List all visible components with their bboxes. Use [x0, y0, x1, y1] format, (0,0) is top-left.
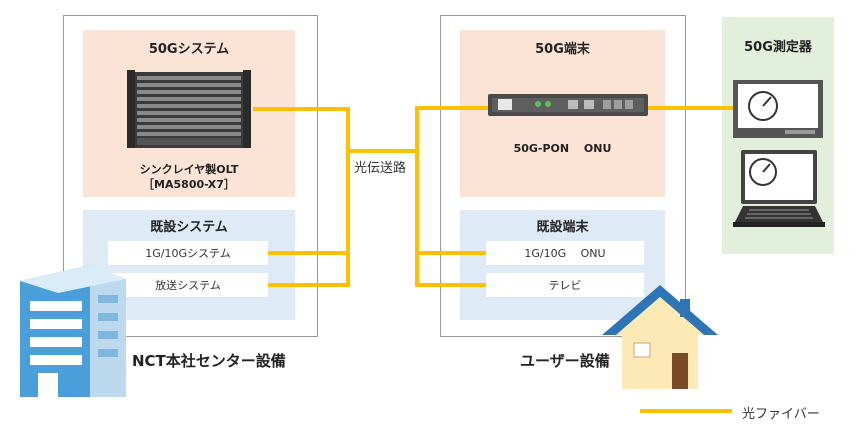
- system-1g-10g: 1G/10Gシステム: [108, 241, 268, 265]
- fiber-trunk: [346, 149, 419, 153]
- fiber-to-onu-1g10g: [415, 251, 486, 255]
- meter-title: 50G測定器: [744, 40, 812, 55]
- fiber-1g10g-out: [268, 251, 350, 255]
- user-label: ユーザー設備: [520, 352, 610, 370]
- broadcast-system: 放送システム: [108, 273, 268, 297]
- existing-terminal-title: 既設端末: [536, 220, 589, 235]
- existing-terminal-panel: [460, 210, 665, 320]
- transmission-label: 光伝送路: [352, 157, 409, 176]
- fiber-user-vertical: [415, 106, 419, 287]
- olt-rack-icon: [127, 70, 251, 148]
- onu-1g-10g: 1G/10G ONU: [486, 241, 644, 265]
- television: テレビ: [486, 273, 644, 297]
- terminal-50g-title: 50G端末: [535, 42, 590, 57]
- onu-device-icon: [488, 94, 648, 116]
- olt-model-line2: ［MA5800-X7］: [143, 178, 235, 191]
- house-icon: [602, 285, 718, 389]
- laptop-gauge-icon: [733, 150, 825, 227]
- monitor-gauge-icon: [733, 80, 823, 138]
- onu-50g-label: 50G-PON ONU: [513, 142, 612, 155]
- system-50g-title: 50Gシステム: [148, 42, 230, 57]
- office-building-icon: [20, 265, 126, 397]
- fiber-to-onu-50g: [415, 106, 488, 110]
- existing-system-title: 既設システム: [150, 220, 228, 235]
- fiber-center-vertical: [346, 107, 350, 287]
- fiber-to-meter: [648, 106, 733, 110]
- olt-model-line1: シンクレイヤ製OLT: [139, 163, 239, 176]
- fiber-to-tv: [415, 283, 486, 287]
- fiber-olt-out: [253, 107, 350, 111]
- center-label: NCT本社センター設備: [132, 352, 286, 370]
- fiber-broadcast-out: [268, 283, 350, 287]
- legend-fiber-label: 光ファイバー: [742, 407, 820, 422]
- legend-fiber-swatch: [640, 409, 732, 413]
